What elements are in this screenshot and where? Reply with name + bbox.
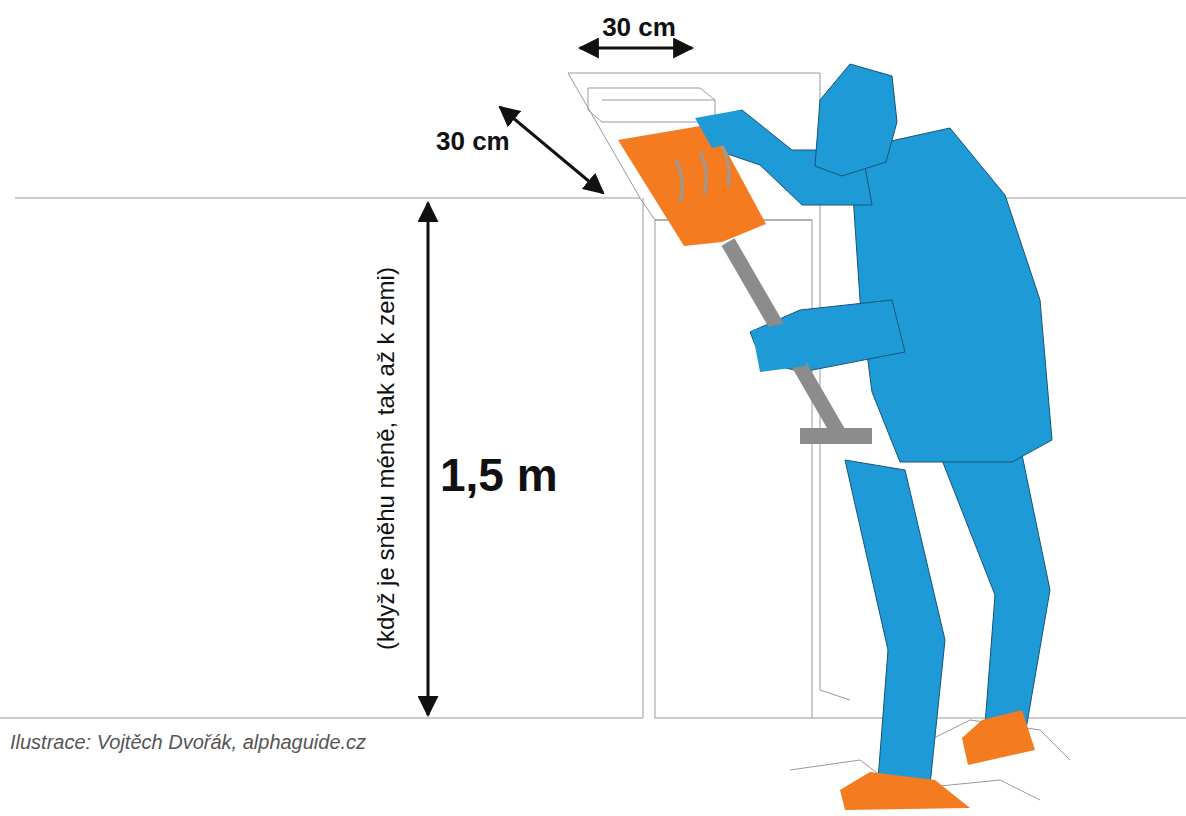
caption: Ilustrace: Vojtěch Dvořák, alphaguide.cz	[10, 730, 510, 754]
dimension-arrow	[427, 203, 430, 715]
shoe	[840, 772, 970, 810]
hand	[695, 110, 755, 148]
dimension-arrow	[580, 47, 692, 50]
dimension-arrow	[500, 107, 603, 193]
shovel-shaft	[728, 242, 838, 432]
shovel	[618, 110, 872, 444]
hand	[752, 320, 806, 372]
leg	[845, 460, 945, 785]
shovel-handle	[800, 428, 872, 444]
torso	[850, 128, 1052, 462]
snow-column	[655, 220, 812, 718]
dimension-label: 1,5 m	[440, 448, 590, 503]
head	[815, 64, 897, 176]
snow-surface	[15, 198, 640, 199]
snow-block	[602, 100, 715, 101]
dimension-label: 30 cm	[436, 126, 536, 157]
shoe	[962, 710, 1035, 765]
leg	[940, 445, 1050, 735]
snow-block	[588, 88, 715, 122]
shoes	[840, 710, 1035, 810]
blade-marks	[676, 146, 729, 202]
snow-lines	[0, 73, 1186, 800]
pit-wall	[643, 198, 644, 718]
person	[700, 64, 1052, 785]
ground-line	[0, 718, 643, 719]
dimension-label: 30 cm	[594, 12, 684, 43]
shovel-blade	[618, 124, 766, 246]
note-label: (když je sněhu méně, tak až k zemi)	[371, 219, 400, 699]
